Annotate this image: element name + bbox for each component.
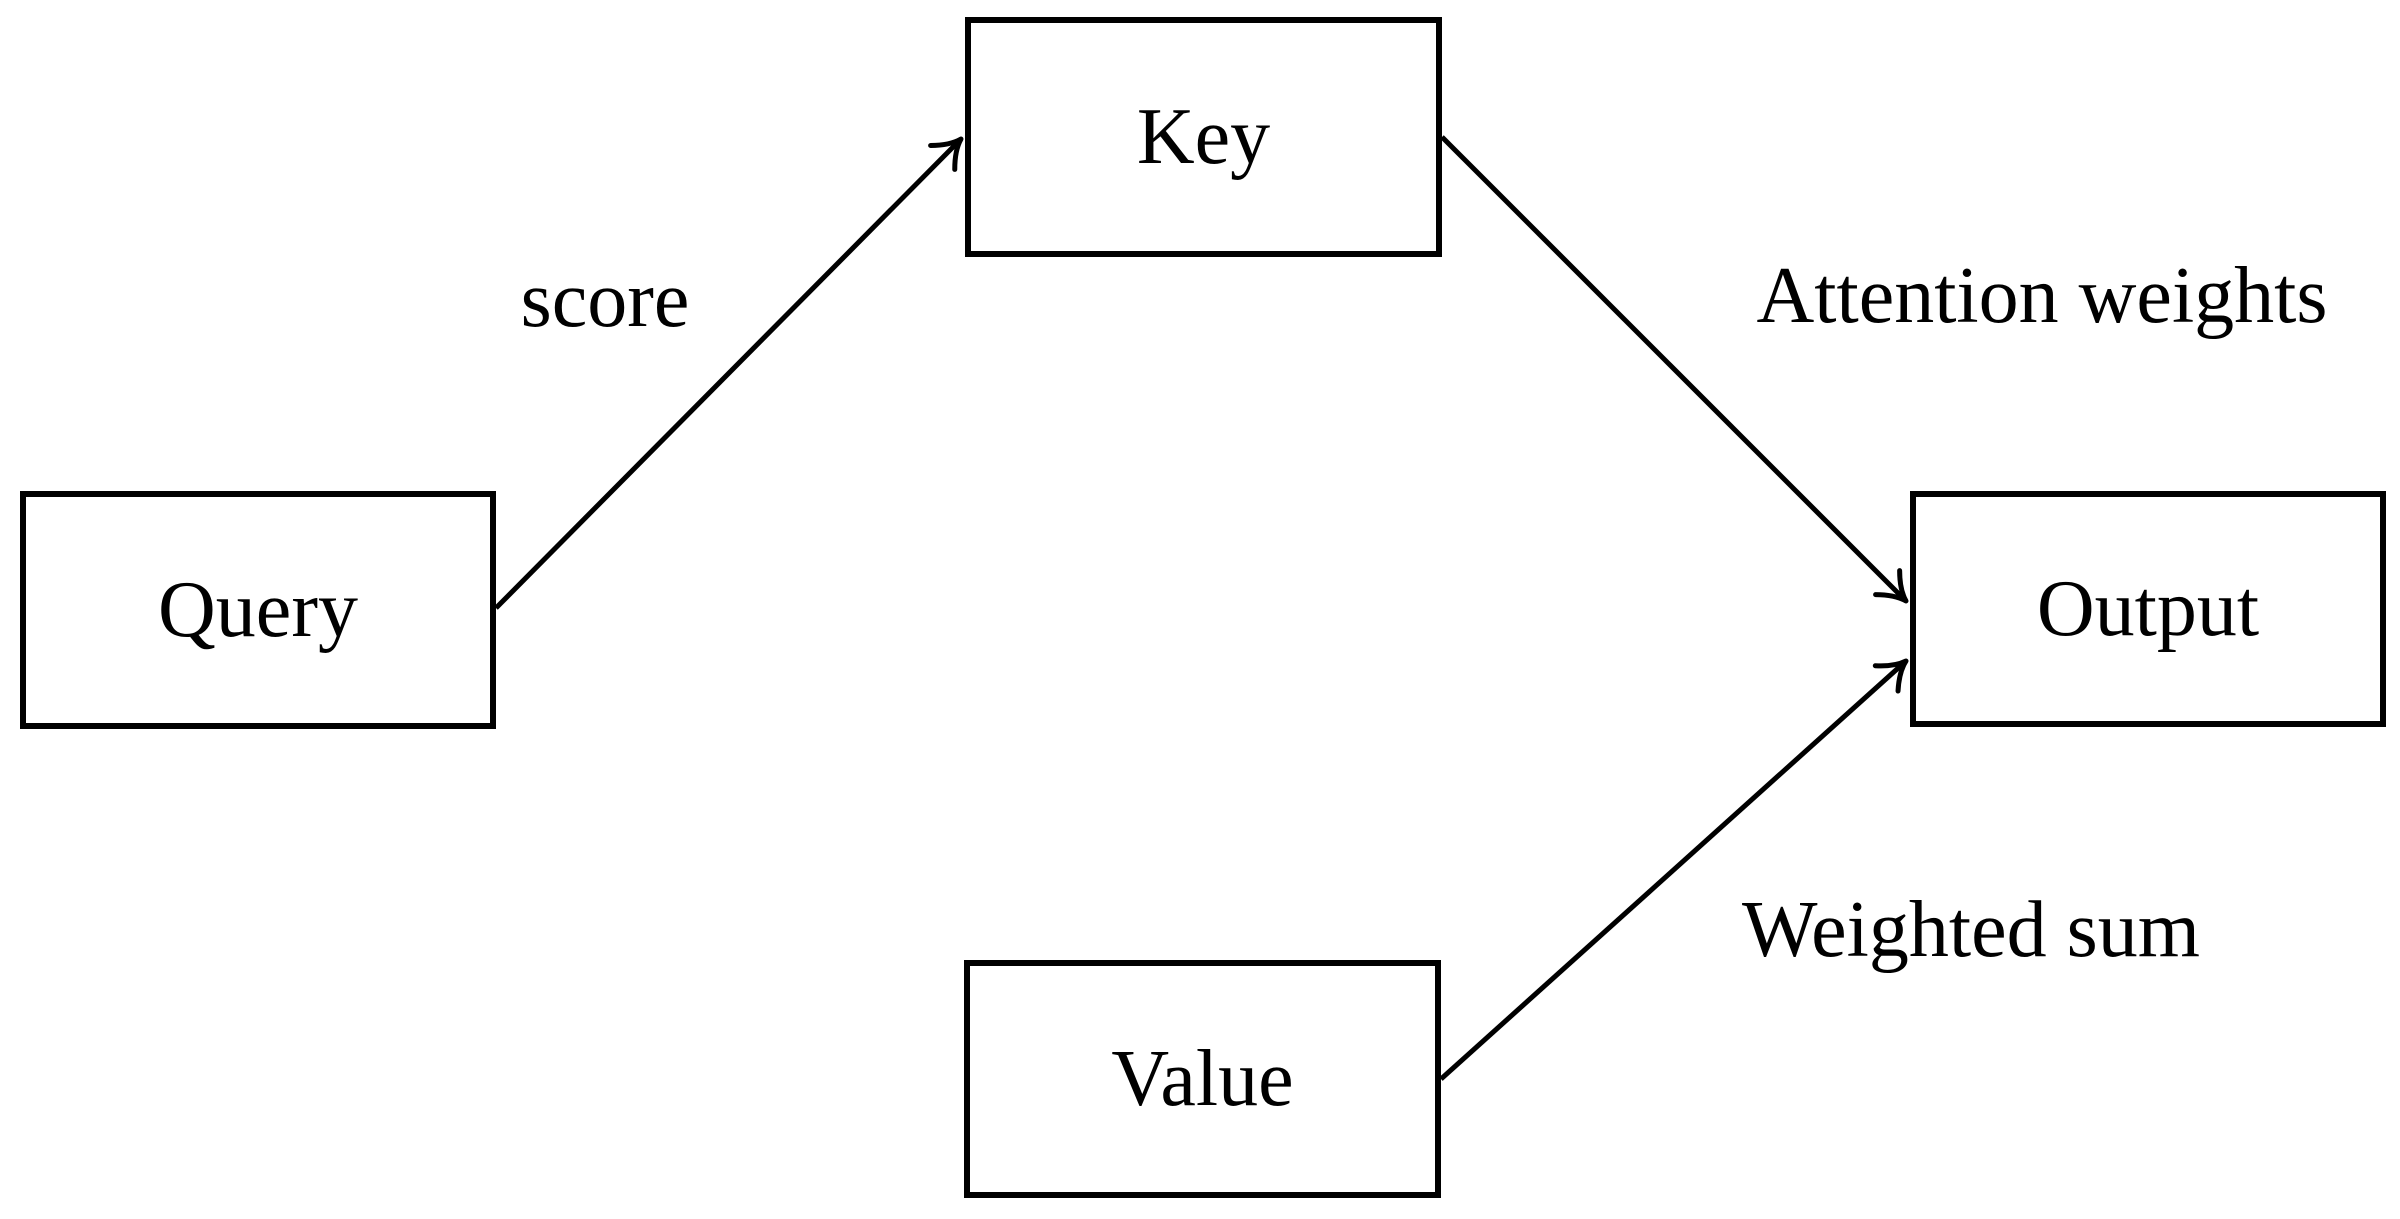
edge-label-score: score	[520, 256, 690, 344]
node-query-label: Query	[158, 566, 358, 654]
arrow-value-to-output	[1439, 658, 1909, 1081]
node-key-label: Key	[1136, 93, 1271, 181]
node-output-label: Output	[2036, 565, 2260, 653]
edge-label-weighted-sum: Weighted sum	[1742, 886, 2200, 974]
edge-label-attention-weights: Attention weights	[1756, 252, 2328, 340]
node-value: Value	[964, 960, 1441, 1198]
arrow-key-to-output	[1440, 135, 1909, 604]
node-query: Query	[20, 491, 496, 729]
node-output: Output	[1910, 491, 2386, 727]
node-key: Key	[965, 17, 1442, 257]
arrow-query-to-key	[494, 136, 964, 610]
node-value-label: Value	[1111, 1035, 1294, 1123]
